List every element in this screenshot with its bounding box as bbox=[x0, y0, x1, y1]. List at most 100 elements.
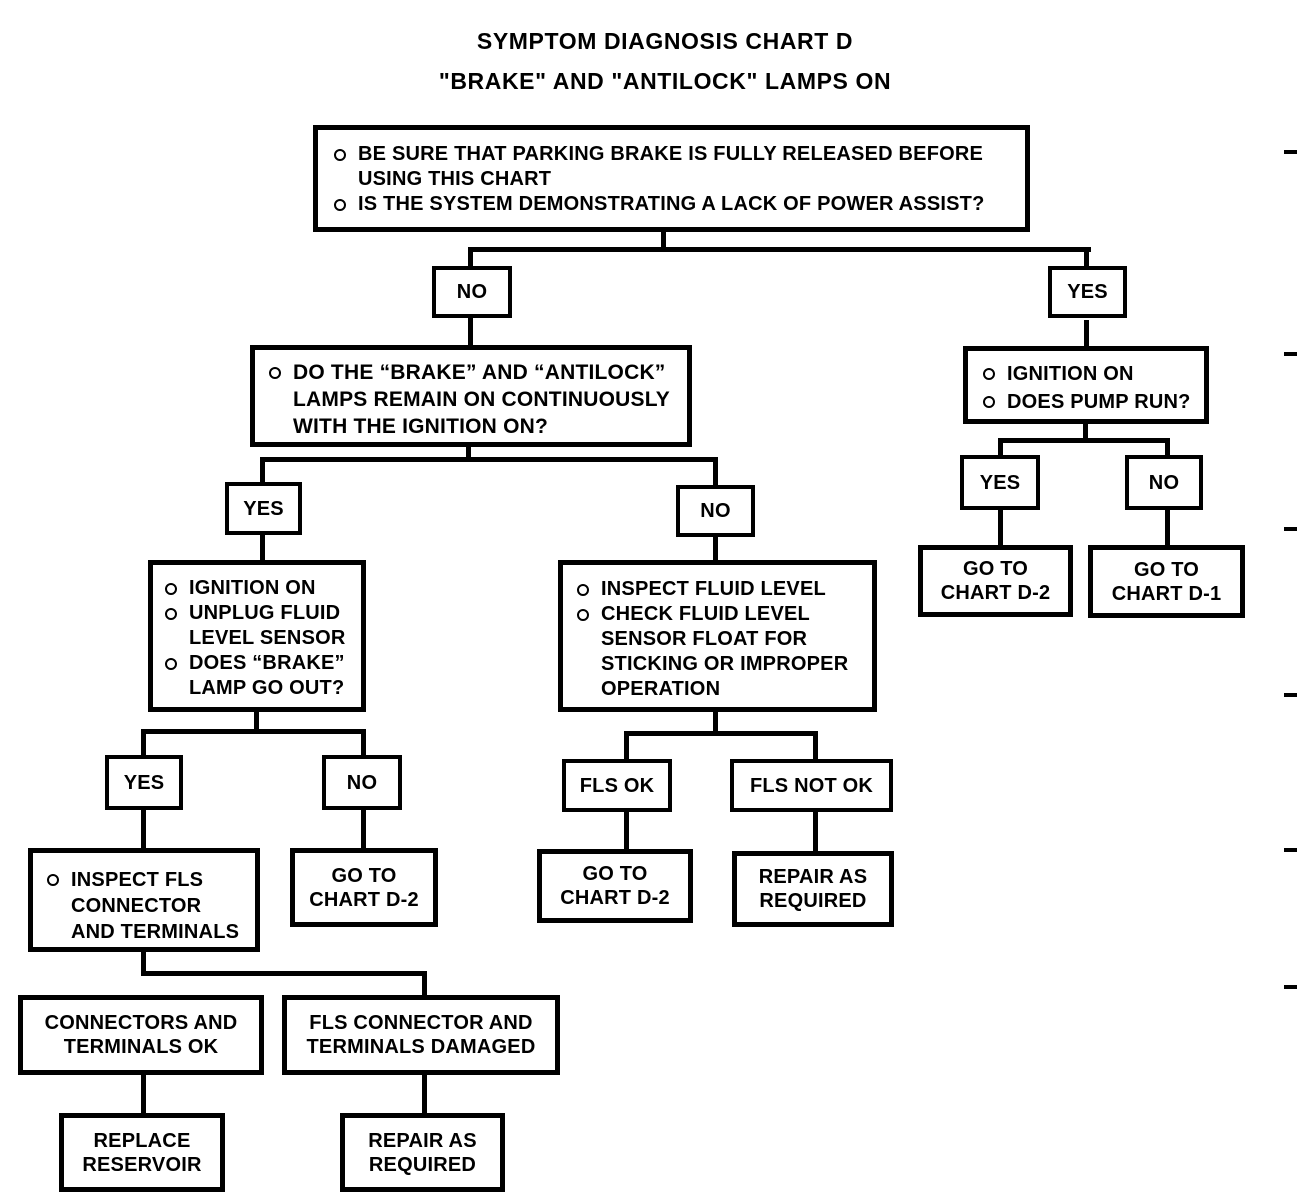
bullet-icon bbox=[269, 367, 281, 379]
inspect-fls-text: INSPECT FLS CONNECTOR AND TERMINALS bbox=[71, 869, 240, 943]
bullet-icon bbox=[983, 368, 995, 380]
connector-line bbox=[141, 729, 146, 757]
unplug-sensor-item: DOES “BRAKE” LAMP GO OUT? bbox=[165, 651, 359, 701]
connector-line bbox=[1083, 423, 1088, 443]
scan-mark bbox=[1284, 848, 1297, 852]
node-fls-not-ok: FLS NOT OK bbox=[730, 759, 893, 812]
chart-title-line1: SYMPTOM DIAGNOSIS CHART D bbox=[476, 28, 854, 54]
lamps-question-item: DO THE “BRAKE” AND “ANTILOCK” LAMPS REMA… bbox=[269, 359, 681, 440]
pump-check-item: DOES PUMP RUN? bbox=[983, 388, 1200, 416]
connector-line bbox=[624, 731, 629, 761]
node-goto-chart-d2-left: GO TO CHART D-2 bbox=[290, 848, 438, 927]
precheck-text: BE SURE THAT PARKING BRAKE IS FULLY RELE… bbox=[358, 143, 984, 190]
node-goto-chart-d2-right: GO TO CHART D-2 bbox=[918, 545, 1073, 617]
connector-line bbox=[141, 971, 427, 976]
bullet-icon bbox=[165, 608, 177, 620]
node-precheck: BE SURE THAT PARKING BRAKE IS FULLY RELE… bbox=[313, 125, 1030, 232]
connector-line bbox=[468, 316, 473, 347]
connector-line bbox=[624, 810, 629, 851]
scan-mark bbox=[1284, 527, 1297, 531]
connector-line bbox=[260, 457, 718, 462]
bullet-icon bbox=[47, 874, 59, 886]
node-unplug-sensor: IGNITION ON UNPLUG FLUID LEVEL SENSOR DO… bbox=[148, 560, 366, 712]
node-lamps-question: DO THE “BRAKE” AND “ANTILOCK” LAMPS REMA… bbox=[250, 345, 692, 447]
connector-line bbox=[468, 247, 1091, 252]
node-connectors-ok: CONNECTORS AND TERMINALS OK bbox=[18, 995, 264, 1075]
unplug-sensor-item: UNPLUG FLUID LEVEL SENSOR bbox=[165, 601, 359, 651]
lamps-question-text: DO THE “BRAKE” AND “ANTILOCK” LAMPS REMA… bbox=[293, 361, 671, 438]
pump-check-item: IGNITION ON bbox=[983, 360, 1200, 388]
bullet-icon bbox=[983, 396, 995, 408]
connector-line bbox=[1084, 247, 1089, 270]
precheck-item: IS THE SYSTEM DEMONSTRATING A LACK OF PO… bbox=[334, 192, 1017, 217]
node-yes-lamps-on: YES bbox=[225, 482, 302, 535]
connector-line bbox=[141, 808, 146, 850]
inspect-fluid-text: INSPECT FLUID LEVEL bbox=[601, 578, 826, 600]
connector-line bbox=[468, 247, 473, 270]
bullet-icon bbox=[334, 199, 346, 211]
node-goto-chart-d1: GO TO CHART D-1 bbox=[1088, 545, 1245, 618]
node-repair-as-required-bottom: REPAIR AS REQUIRED bbox=[340, 1113, 505, 1192]
connector-line bbox=[713, 457, 718, 487]
node-yes-pump-runs: YES bbox=[960, 455, 1040, 510]
node-repair-as-required-mid: REPAIR AS REQUIRED bbox=[732, 851, 894, 927]
inspect-fluid-item: INSPECT FLUID LEVEL bbox=[577, 577, 868, 602]
node-yes-lamp-out: YES bbox=[105, 755, 183, 810]
connector-line bbox=[361, 729, 366, 757]
connector-line bbox=[998, 508, 1003, 547]
scan-mark bbox=[1284, 352, 1297, 356]
connector-line bbox=[141, 950, 146, 975]
node-goto-chart-d2-mid: GO TO CHART D-2 bbox=[537, 849, 693, 923]
precheck-text: IS THE SYSTEM DEMONSTRATING A LACK OF PO… bbox=[358, 193, 985, 215]
connector-line bbox=[998, 438, 1170, 443]
connector-line bbox=[713, 535, 718, 562]
scan-mark bbox=[1284, 693, 1297, 697]
chart-title-line2: "BRAKE" AND "ANTILOCK" LAMPS ON bbox=[438, 68, 892, 94]
inspect-fluid-text: CHECK FLUID LEVEL SENSOR FLOAT FOR STICK… bbox=[601, 603, 849, 700]
node-pump-check: IGNITION ON DOES PUMP RUN? bbox=[963, 346, 1209, 424]
unplug-sensor-text: IGNITION ON bbox=[189, 577, 316, 599]
node-yes-power-assist: YES bbox=[1048, 266, 1127, 318]
connector-line bbox=[1084, 320, 1089, 348]
connector-line bbox=[361, 808, 366, 850]
inspect-fls-item: INSPECT FLS CONNECTOR AND TERMINALS bbox=[47, 867, 253, 945]
node-fls-ok: FLS OK bbox=[562, 759, 672, 812]
connector-line bbox=[624, 731, 818, 736]
node-no-lamp-out: NO bbox=[322, 755, 402, 810]
connector-line bbox=[998, 438, 1003, 457]
connector-line bbox=[1165, 438, 1170, 457]
connector-line bbox=[141, 1073, 146, 1115]
precheck-item: BE SURE THAT PARKING BRAKE IS FULLY RELE… bbox=[334, 142, 1017, 192]
bullet-icon bbox=[577, 584, 589, 596]
pump-check-text: DOES PUMP RUN? bbox=[1007, 391, 1191, 413]
unplug-sensor-text: UNPLUG FLUID LEVEL SENSOR bbox=[189, 602, 346, 649]
node-inspect-fls: INSPECT FLS CONNECTOR AND TERMINALS bbox=[28, 848, 260, 952]
connector-line bbox=[713, 710, 718, 735]
node-no-pump-runs: NO bbox=[1125, 455, 1203, 510]
node-fls-damaged: FLS CONNECTOR AND TERMINALS DAMAGED bbox=[282, 995, 560, 1075]
node-replace-reservoir: REPLACE RESERVOIR bbox=[59, 1113, 225, 1192]
bullet-icon bbox=[165, 658, 177, 670]
connector-line bbox=[254, 710, 259, 733]
bullet-icon bbox=[334, 149, 346, 161]
bullet-icon bbox=[165, 583, 177, 595]
connector-line bbox=[260, 533, 265, 562]
scan-mark bbox=[1284, 150, 1297, 154]
connector-line bbox=[422, 971, 427, 997]
connector-line bbox=[813, 731, 818, 761]
inspect-fluid-item: CHECK FLUID LEVEL SENSOR FLOAT FOR STICK… bbox=[577, 602, 868, 702]
unplug-sensor-text: DOES “BRAKE” LAMP GO OUT? bbox=[189, 652, 345, 699]
connector-line bbox=[141, 729, 366, 734]
connector-line bbox=[422, 1073, 427, 1115]
connector-line bbox=[813, 810, 818, 853]
bullet-icon bbox=[577, 609, 589, 621]
connector-line bbox=[1165, 508, 1170, 547]
unplug-sensor-item: IGNITION ON bbox=[165, 576, 359, 601]
scan-mark bbox=[1284, 985, 1297, 989]
connector-line bbox=[661, 230, 666, 252]
node-no-power-assist: NO bbox=[432, 266, 512, 318]
node-no-lamps-on: NO bbox=[676, 485, 755, 537]
connector-line bbox=[260, 457, 265, 484]
node-inspect-fluid: INSPECT FLUID LEVEL CHECK FLUID LEVEL SE… bbox=[558, 560, 877, 712]
